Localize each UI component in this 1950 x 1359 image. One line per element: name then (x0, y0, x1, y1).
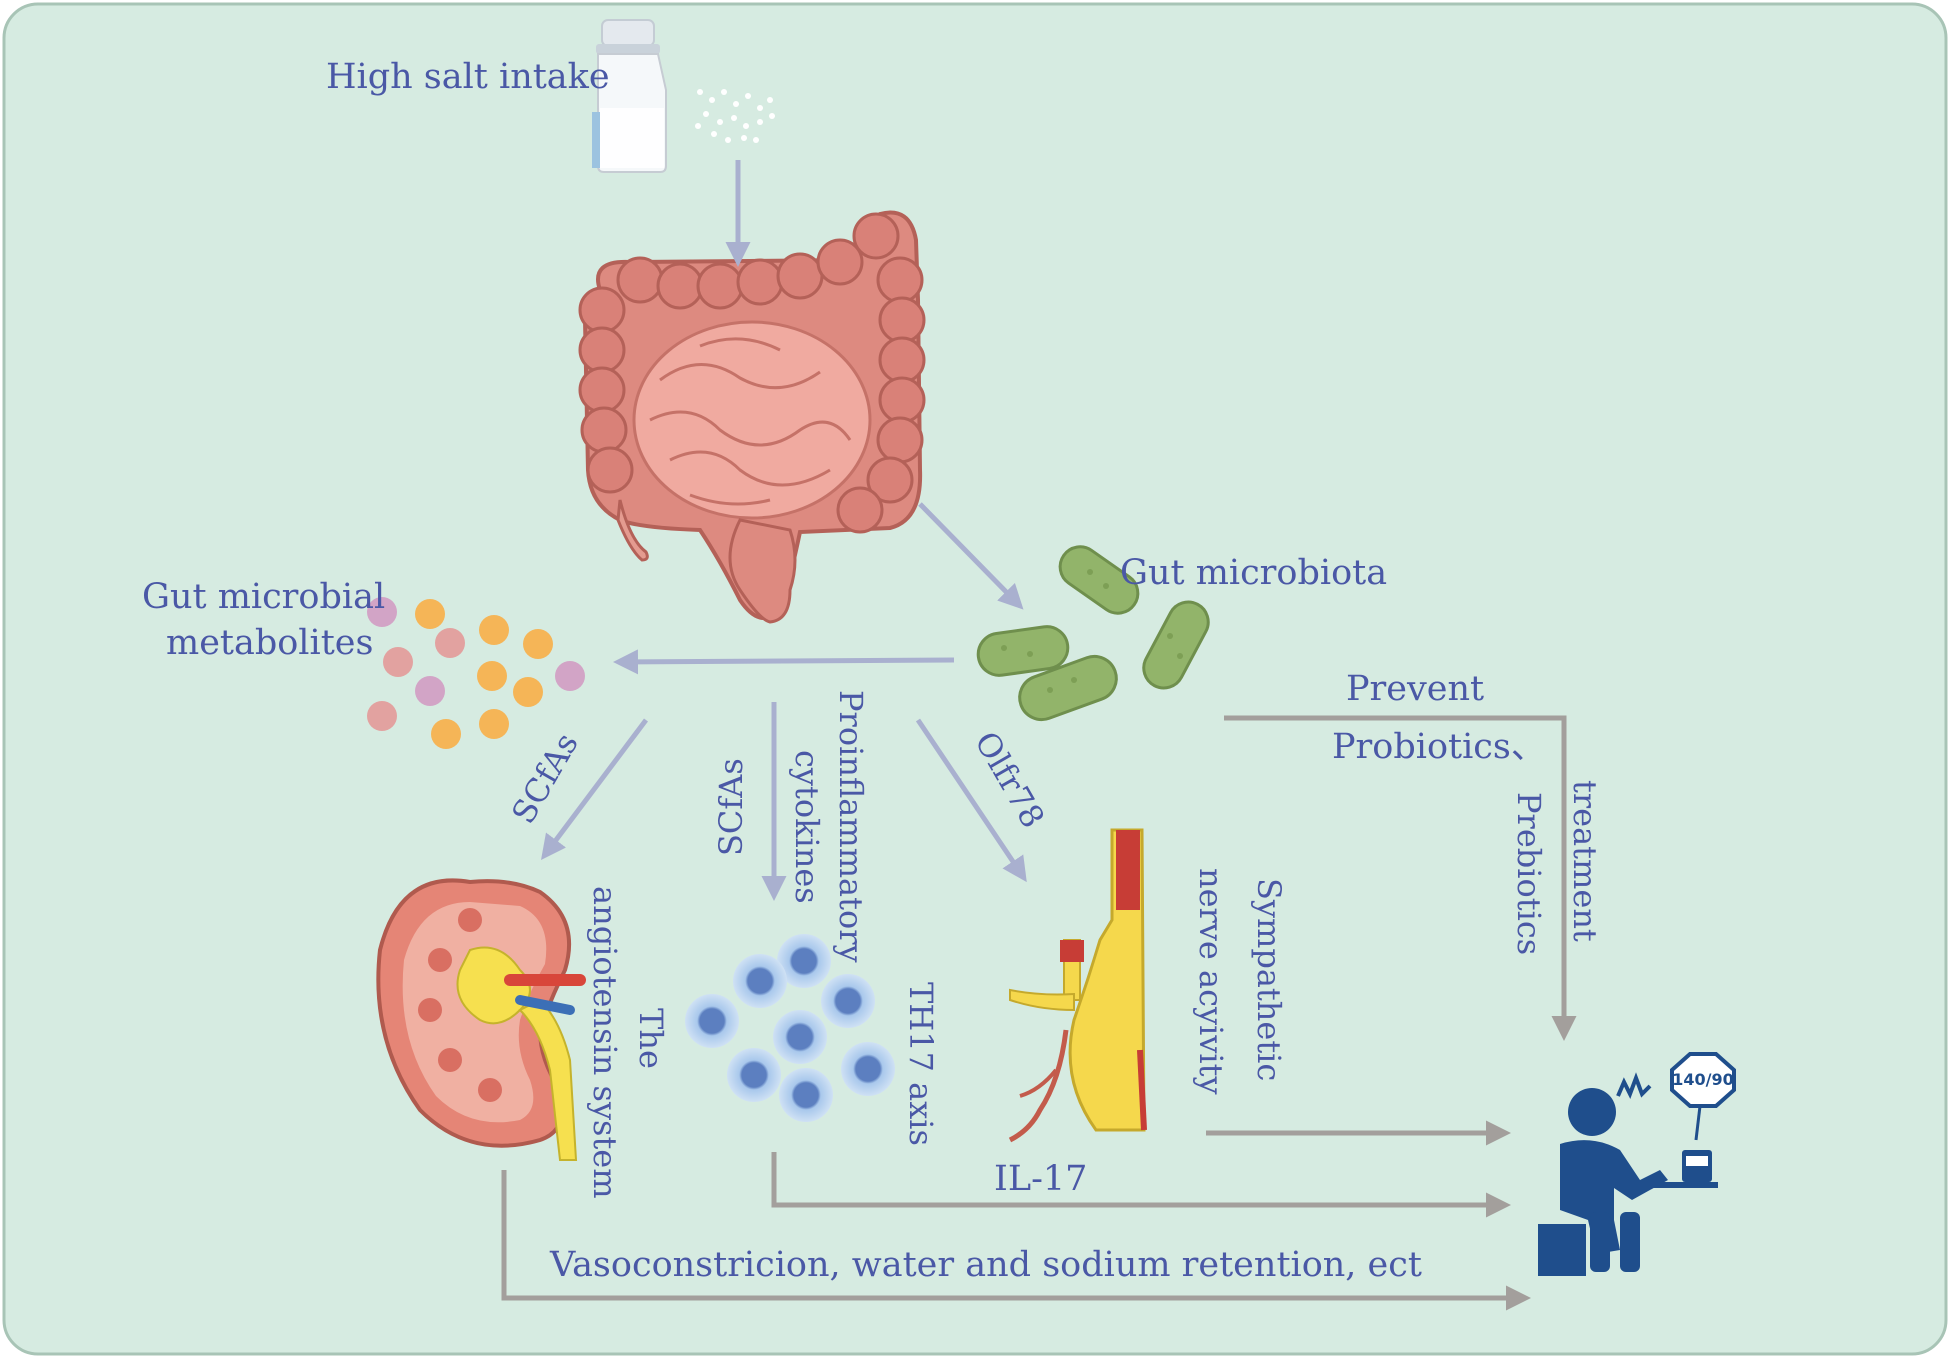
th17-cells-icon (685, 934, 895, 1122)
label-metabolites-line2: metabolites (166, 623, 373, 663)
bacteria-dots (1001, 569, 1183, 693)
kidney-icon (376, 878, 586, 1161)
label-th17-axis: TH17 axis (902, 982, 940, 1146)
label-proinflammatory: Proinflammatory (832, 690, 870, 963)
label-nerve-activity: nerve acyivity (1192, 868, 1230, 1095)
intestine-icon (578, 210, 926, 624)
bp-reading-label: 140/90 (1672, 1070, 1734, 1089)
label-scfas-center: SCfAs (712, 758, 750, 856)
patient-with-bp-monitor-icon (1538, 1052, 1736, 1276)
label-vasoconstriction: Vasoconstricion, water and sodium retent… (549, 1245, 1422, 1285)
label-the: The (632, 1008, 670, 1069)
arrow-to-vessel (915, 718, 1027, 883)
arrow-probiotics-treatment (1224, 715, 1577, 1041)
salt-shaker-icon (592, 19, 667, 173)
salt-grains-icon (695, 89, 775, 143)
label-metabolites-line1: Gut microbial (142, 577, 385, 617)
label-gut-microbiota: Gut microbiota (1120, 553, 1387, 593)
label-il17: IL-17 (994, 1159, 1087, 1199)
gut-microbial-metabolites-dots (367, 597, 585, 749)
label-probiotics: Probiotics、 (1332, 727, 1546, 767)
arrows (501, 160, 1577, 1311)
arrow-intestine-to-microbiota (918, 502, 1024, 610)
label-angiotensin-system: angiotensin system (586, 886, 624, 1199)
label-sympathetic: Sympathetic (1250, 878, 1288, 1081)
gut-microbiota-bacteria-icon (976, 545, 1210, 722)
label-prebiotics: Prebiotics (1510, 792, 1548, 955)
arrow-ras-to-patient (501, 1170, 1531, 1311)
label-prevent: Prevent (1346, 669, 1484, 709)
arrow-microbiota-to-metabolites (613, 649, 955, 675)
label-treatment: treatment (1566, 780, 1604, 942)
arrow-il17-to-patient (771, 1152, 1511, 1218)
arrow-to-kidney (541, 718, 648, 860)
label-high-salt-intake: High salt intake (326, 57, 610, 97)
blood-vessel-icon (1008, 828, 1147, 1143)
label-cytokines: cytokines (788, 750, 826, 904)
